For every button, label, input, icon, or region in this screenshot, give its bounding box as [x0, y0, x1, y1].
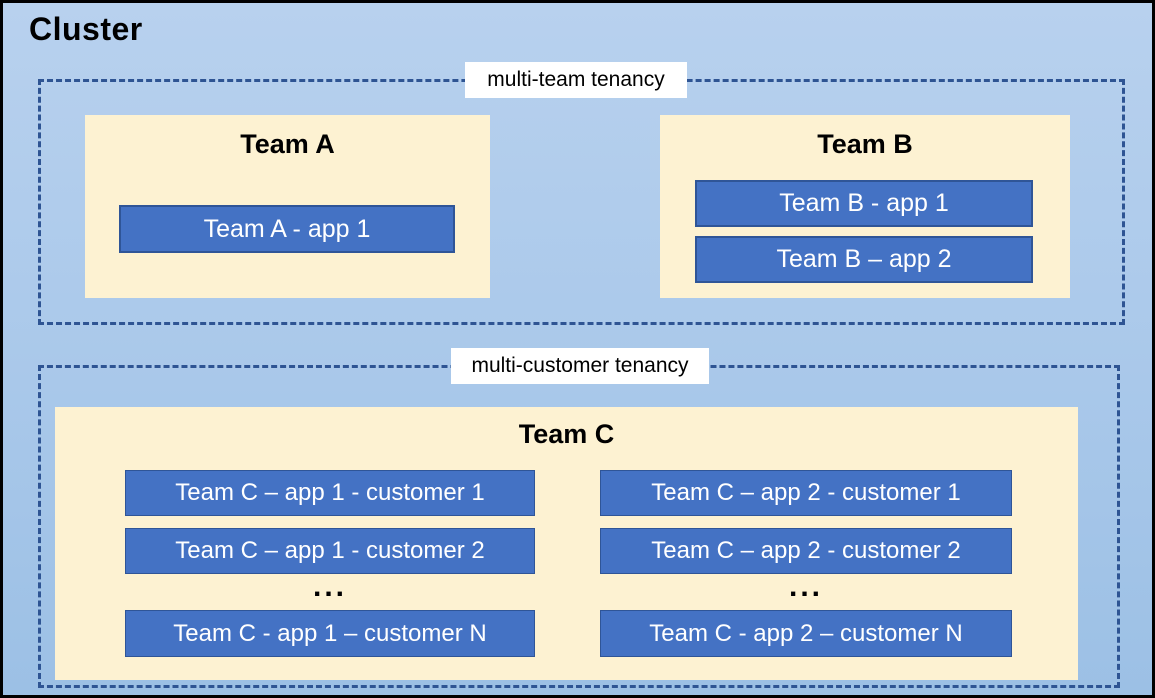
app-node-team-c-app2-customer-n: Team C - app 2 – customer N — [600, 610, 1012, 657]
app-node-team-c-app1-customer-2: Team C – app 1 - customer 2 — [125, 528, 535, 574]
app-node-team-a-app-1: Team A - app 1 — [119, 205, 455, 253]
ellipsis-app2-column: ... — [788, 570, 823, 603]
team-b-title: Team B — [817, 129, 913, 159]
ellipsis-app1-column: ... — [312, 570, 347, 603]
app-node-team-c-app1-customer-1: Team C – app 1 - customer 1 — [125, 470, 535, 516]
team-b-box: Team B Team B - app 1 Team B – app 2 — [660, 115, 1070, 298]
team-a-box: Team A Team A - app 1 — [85, 115, 490, 298]
app-node-team-c-app2-customer-1: Team C – app 2 - customer 1 — [600, 470, 1012, 516]
app-node-team-b-app-1: Team B - app 1 — [695, 180, 1033, 227]
team-c-title: Team C — [518, 419, 615, 449]
multi-team-tenancy-label: multi-team tenancy — [465, 62, 687, 98]
app-node-team-c-app2-customer-2: Team C – app 2 - customer 2 — [600, 528, 1012, 574]
cluster-title: Cluster — [29, 11, 143, 47]
app-node-team-c-app1-customer-n: Team C - app 1 – customer N — [125, 610, 535, 657]
team-c-box: Team C Team C – app 1 - customer 1 Team … — [55, 407, 1078, 680]
app-node-team-b-app-2: Team B – app 2 — [695, 236, 1033, 283]
team-a-title: Team A — [240, 129, 335, 159]
multi-customer-tenancy-label: multi-customer tenancy — [451, 348, 709, 384]
